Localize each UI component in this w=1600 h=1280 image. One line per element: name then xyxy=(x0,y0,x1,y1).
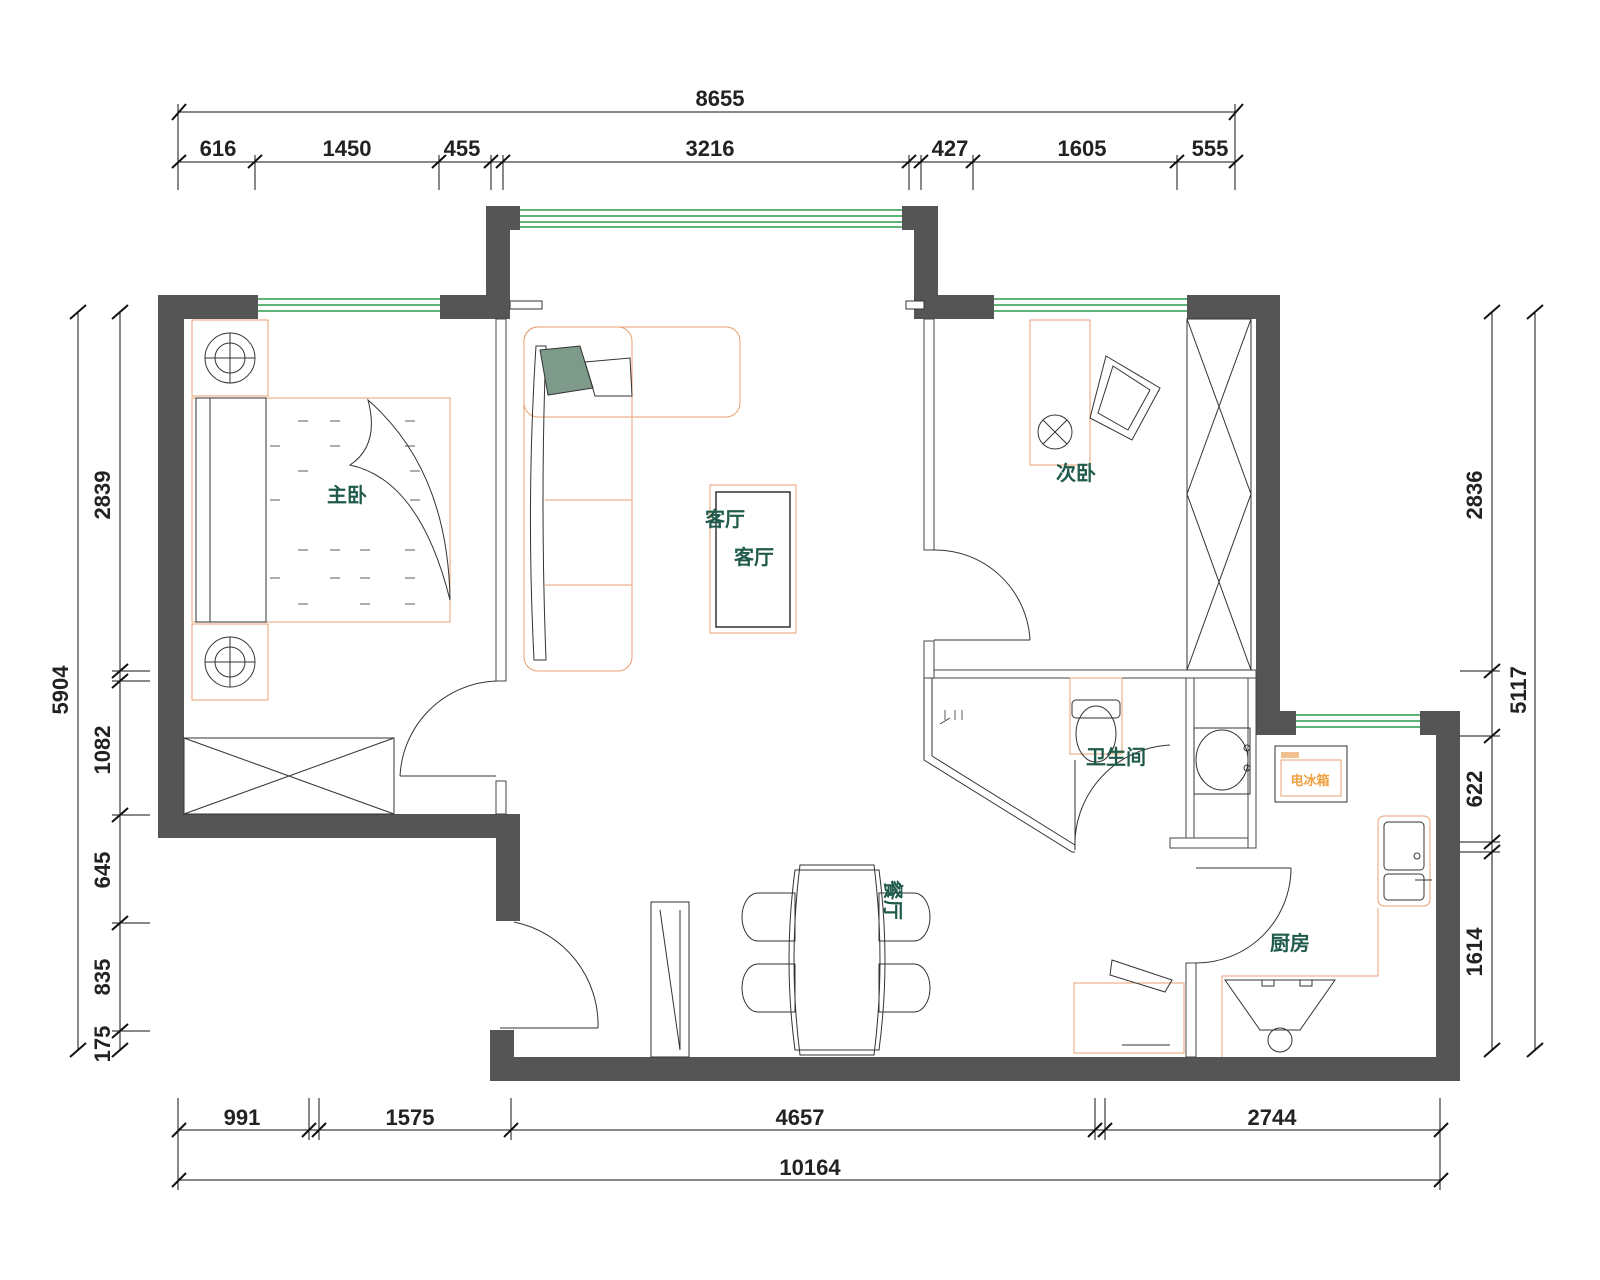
bathroom-walls xyxy=(923,678,1076,853)
master-wardrobe xyxy=(183,737,395,815)
right-dimensions: 5117 2836 622 1614 xyxy=(1460,304,1544,1058)
dining-table xyxy=(741,864,931,1056)
doors xyxy=(399,549,1292,1029)
bottom-seg-4: 2744 xyxy=(1248,1105,1298,1130)
bottom-seg-1: 991 xyxy=(224,1105,261,1130)
master-bedroom-label: 主卧 xyxy=(327,483,367,507)
left-total-dim: 5904 xyxy=(48,665,73,715)
top-seg-2: 1450 xyxy=(323,136,372,161)
stove xyxy=(1224,979,1336,1053)
second-wardrobe xyxy=(1186,318,1252,671)
bottom-dimensions: 991 1575 4657 2744 10164 xyxy=(171,1098,1449,1190)
counter xyxy=(1221,908,1379,1057)
nightstand-bottom xyxy=(191,623,269,701)
right-seg-3: 1614 xyxy=(1462,927,1487,977)
top-seg-4: 3216 xyxy=(686,136,735,161)
dining-room-label: 餐厅 xyxy=(881,880,905,920)
walls xyxy=(158,206,1460,1081)
right-seg-2: 622 xyxy=(1462,771,1487,808)
windows xyxy=(258,209,1420,728)
partitions xyxy=(495,318,1257,1058)
second-bedroom-label: 次卧 xyxy=(1056,461,1096,485)
top-seg-6: 1605 xyxy=(1058,136,1107,161)
top-seg-7: 555 xyxy=(1192,136,1229,161)
living-room-label-a: 客厅 xyxy=(704,507,745,531)
coffee-table xyxy=(709,484,797,634)
fridge-label: 电冰箱 xyxy=(1290,773,1329,789)
washer xyxy=(1073,959,1185,1054)
bed xyxy=(191,397,451,623)
sideboard xyxy=(650,901,690,1058)
sofa xyxy=(523,326,741,672)
wash-basin xyxy=(1193,727,1251,795)
top-seg-5: 427 xyxy=(932,136,969,161)
kitchen-label: 厨房 xyxy=(1270,931,1310,955)
left-seg-5: 175 xyxy=(90,1026,115,1063)
bottom-seg-2: 1575 xyxy=(386,1105,435,1130)
floor-drain-label xyxy=(939,710,963,725)
left-seg-2: 1082 xyxy=(90,726,115,775)
left-seg-1: 2839 xyxy=(90,471,115,520)
bathroom-label: 卫生间 xyxy=(1086,745,1146,769)
right-seg-1: 2836 xyxy=(1462,471,1487,520)
left-seg-3: 645 xyxy=(90,852,115,889)
toilet xyxy=(1069,677,1123,763)
top-seg-1: 616 xyxy=(200,136,237,161)
top-total-dim: 8655 xyxy=(696,86,745,111)
fridge xyxy=(1274,745,1348,803)
bottom-seg-3: 4657 xyxy=(776,1105,825,1130)
living-room-label-b: 客厅 xyxy=(733,545,774,569)
bottom-total-dim: 10164 xyxy=(779,1155,841,1180)
top-dimensions: 8655 616 1450 455 3216 427 xyxy=(171,86,1244,190)
left-dimensions: 5904 2839 1082 645 835 175 xyxy=(48,304,150,1063)
study-desk xyxy=(1029,319,1091,466)
left-seg-4: 835 xyxy=(90,959,115,996)
top-seg-3: 455 xyxy=(444,136,481,161)
sink xyxy=(1377,815,1432,907)
armchair xyxy=(1089,355,1161,441)
nightstand-top xyxy=(191,319,269,397)
right-total-dim: 5117 xyxy=(1506,666,1531,714)
